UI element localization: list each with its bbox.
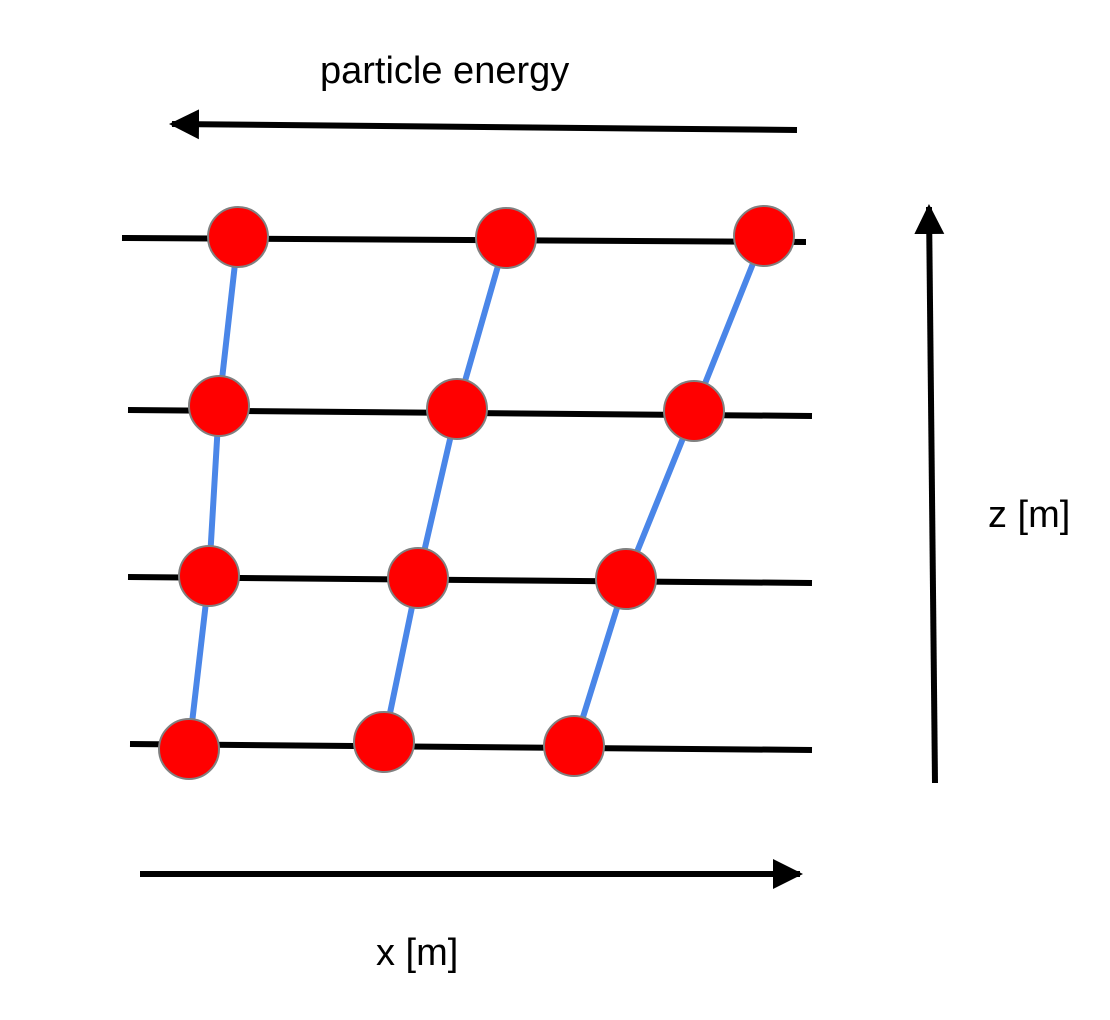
row-line-third — [127, 574, 813, 586]
x-axis-label: x [m] — [376, 932, 459, 974]
nodes — [158, 205, 795, 780]
node — [733, 205, 795, 267]
energy-label: particle energy — [320, 50, 570, 92]
node — [426, 378, 488, 440]
row-lines — [121, 235, 813, 753]
row-line-bottom — [129, 741, 813, 753]
node — [178, 545, 240, 607]
node — [158, 718, 220, 780]
column-link-left — [186, 234, 241, 752]
node — [353, 711, 415, 773]
node — [543, 715, 605, 777]
z-axis-label: z [m] — [988, 494, 1071, 536]
node — [663, 380, 725, 442]
column-links — [186, 233, 767, 752]
z-axis-arrow — [914, 204, 945, 784]
node — [595, 548, 657, 610]
energy-arrow — [169, 109, 798, 140]
node — [188, 375, 250, 437]
column-link-middle — [381, 235, 509, 745]
node — [475, 207, 537, 269]
node — [387, 547, 449, 609]
column-link-right — [571, 233, 767, 749]
node — [207, 206, 269, 268]
